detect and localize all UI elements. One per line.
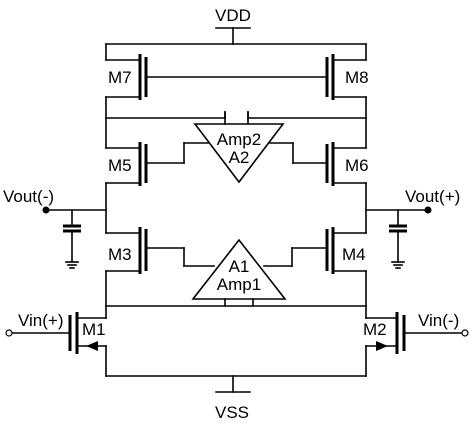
- vout-neg-node: [42, 206, 107, 269]
- vout-neg-terminal[interactable]: [42, 206, 50, 214]
- m6-label: M6: [345, 156, 369, 175]
- m7-label: M7: [108, 68, 132, 87]
- amp2-label: Amp2: [217, 130, 261, 149]
- vdd-label: VDD: [215, 6, 251, 25]
- common-mode-bus: [105, 111, 367, 119]
- transistor-m3: [105, 227, 148, 274]
- vout-pos-terminal[interactable]: [424, 206, 432, 214]
- amp1-label: A1: [229, 257, 250, 276]
- m8-label: M8: [345, 68, 369, 87]
- vin-neg-label: Vin(-): [418, 311, 459, 330]
- amp1-output-wires: [145, 247, 328, 267]
- m5-label: M5: [108, 156, 132, 175]
- amp1-triangle: [191, 238, 287, 300]
- m1-label: M1: [82, 320, 106, 339]
- transistor-m4: [325, 227, 367, 274]
- vout-neg-label: Vout(-): [3, 187, 54, 206]
- vout-pos-label: Vout(+): [405, 187, 460, 206]
- vin-pos-terminal[interactable]: [5, 329, 13, 337]
- vss-rail: [105, 375, 367, 393]
- m4-label: M4: [342, 245, 366, 264]
- m2-label: M2: [363, 320, 387, 339]
- vout-pos-node: [365, 206, 432, 269]
- vin-pos-label: Vin(+): [18, 311, 64, 330]
- amp2-sublabel: A2: [229, 148, 250, 167]
- amp2-triangle: [193, 123, 285, 184]
- vin-neg-terminal[interactable]: [461, 329, 469, 337]
- vss-label: VSS: [215, 403, 249, 422]
- transistor-m1: [5, 312, 107, 377]
- amp1-input-bus: [105, 298, 367, 307]
- amp2-output-wires: [145, 142, 328, 164]
- vdd-rail: [105, 27, 367, 61]
- amp1-sublabel: Amp1: [217, 275, 261, 294]
- m3-label: M3: [108, 245, 132, 264]
- transistor-m2: [365, 312, 469, 377]
